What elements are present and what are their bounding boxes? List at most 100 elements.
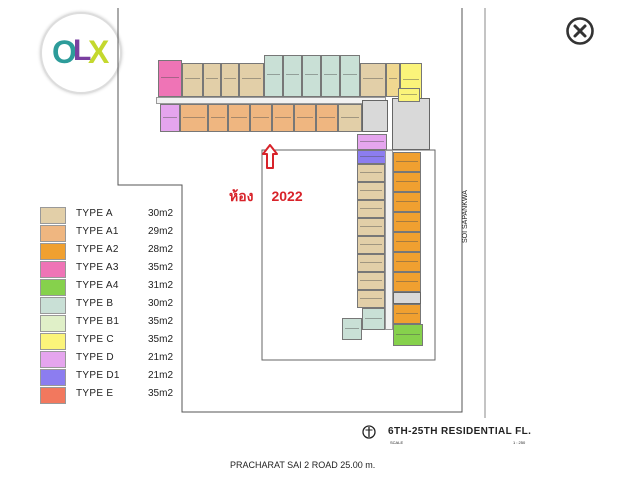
unit-corner-c[interactable] (398, 88, 420, 102)
unit-bot-1[interactable] (160, 104, 180, 132)
legend-item: TYPE A 30m2 (40, 207, 210, 224)
unit-top-4[interactable] (221, 63, 239, 97)
unit-top-12[interactable] (386, 63, 400, 97)
unit-wl-5[interactable] (357, 236, 385, 254)
legend-item: TYPE A3 35m2 (40, 261, 210, 278)
legend-swatch (40, 207, 66, 224)
unit-bot-9[interactable] (338, 104, 362, 132)
legend-area: 35m2 (148, 334, 174, 345)
legend-type: TYPE A2 (76, 244, 119, 255)
olx-logo[interactable]: O L X (40, 12, 122, 94)
unit-top-5[interactable] (239, 63, 264, 97)
legend-area: 21m2 (148, 352, 174, 363)
wing-stair (393, 292, 421, 304)
floor-title: 6TH-25TH RESIDENTIAL FL. (388, 426, 532, 437)
logo-letter-l: L (73, 34, 92, 67)
unit-wl-1[interactable] (357, 164, 385, 182)
legend-area: 21m2 (148, 370, 174, 381)
unit-wr-1[interactable] (393, 152, 421, 172)
legend-type: TYPE A4 (76, 280, 119, 291)
legend-type: TYPE D (76, 352, 114, 363)
unit-bot-2[interactable] (180, 104, 208, 132)
legend-swatch (40, 333, 66, 350)
unit-wl-10[interactable] (342, 318, 362, 340)
unit-top-2[interactable] (182, 63, 203, 97)
lift-core (392, 98, 430, 150)
legend-type: TYPE A (76, 208, 113, 219)
close-circle-icon (566, 17, 594, 45)
unit-bot-5[interactable] (250, 104, 272, 132)
unit-top-6[interactable] (264, 55, 283, 97)
unit-corner-d[interactable] (357, 134, 387, 150)
unit-top-9[interactable] (321, 55, 340, 97)
legend-type: TYPE A1 (76, 226, 119, 237)
unit-wl-7[interactable] (357, 272, 385, 290)
legend-swatch (40, 243, 66, 260)
unit-wl-4[interactable] (357, 218, 385, 236)
legend-area: 28m2 (148, 244, 174, 255)
legend-swatch (40, 369, 66, 386)
legend-type: TYPE A3 (76, 262, 119, 273)
scale-label: SCALE (390, 440, 404, 445)
unit-wr-3[interactable] (393, 192, 421, 212)
legend-swatch (40, 297, 66, 314)
legend-area: 31m2 (148, 280, 174, 291)
unit-wl-2[interactable] (357, 182, 385, 200)
unit-top-3[interactable] (203, 63, 221, 97)
legend-swatch (40, 279, 66, 296)
legend-item: TYPE A2 28m2 (40, 243, 210, 260)
legend-item: TYPE D 21m2 (40, 351, 210, 368)
legend-item: TYPE B 30m2 (40, 297, 210, 314)
legend-area: 30m2 (148, 298, 174, 309)
legend-swatch (40, 261, 66, 278)
legend-swatch (40, 225, 66, 242)
unit-bot-8[interactable] (316, 104, 338, 132)
close-button[interactable] (565, 16, 595, 46)
legend-area: 35m2 (148, 388, 174, 399)
top-corridor (156, 97, 386, 104)
legend-item: TYPE B1 35m2 (40, 315, 210, 332)
unit-top-7[interactable] (283, 55, 302, 97)
legend-swatch (40, 387, 66, 404)
unit-bot-6[interactable] (272, 104, 294, 132)
unit-top-8[interactable] (302, 55, 321, 97)
unit-top-10[interactable] (340, 55, 360, 97)
unit-wl-8[interactable] (357, 290, 385, 308)
unit-wr-4[interactable] (393, 212, 421, 232)
legend-type: TYPE C (76, 334, 114, 345)
legend-swatch (40, 315, 66, 332)
unit-bot-4[interactable] (228, 104, 250, 132)
unit-wr-5[interactable] (393, 232, 421, 252)
unit-top-1[interactable] (158, 60, 182, 97)
room-word: ห้อง (229, 188, 254, 204)
unit-wl-6[interactable] (357, 254, 385, 272)
unit-bot-7[interactable] (294, 104, 316, 132)
unit-bot-3[interactable] (208, 104, 228, 132)
legend-type: TYPE E (76, 388, 114, 399)
wing-corridor (385, 150, 393, 330)
room-arrow-icon (262, 144, 278, 170)
legend-area: 29m2 (148, 226, 174, 237)
unit-wr-7[interactable] (393, 272, 421, 292)
unit-wr-6[interactable] (393, 252, 421, 272)
legend-item: TYPE D1 21m2 (40, 369, 210, 386)
scale-value: 1 : 250 (513, 440, 526, 445)
logo-letter-x: X (88, 34, 110, 70)
legend-swatch (40, 351, 66, 368)
legend-area: 35m2 (148, 316, 174, 327)
legend-area: 35m2 (148, 262, 174, 273)
legend: TYPE A 30m2 TYPE A1 29m2 TYPE A2 28m2 TY… (0, 0, 173, 404)
unit-top-11[interactable] (360, 63, 386, 97)
unit-wr-2[interactable] (393, 172, 421, 192)
unit-wr-8[interactable] (393, 304, 421, 324)
unit-wr-9[interactable] (393, 324, 423, 346)
north-symbol-icon (362, 425, 376, 439)
logo-letter-o: O (52, 34, 77, 70)
unit-wl-3[interactable] (357, 200, 385, 218)
legend-item: TYPE C 35m2 (40, 333, 210, 350)
unit-wl-9[interactable] (362, 308, 385, 330)
unit-corner-d1[interactable] (357, 150, 387, 164)
legend-item: TYPE A4 31m2 (40, 279, 210, 296)
